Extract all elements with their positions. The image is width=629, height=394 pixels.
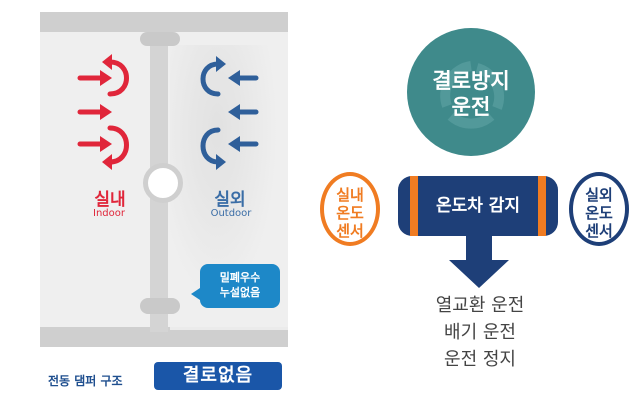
outdoor-airflow-arrows xyxy=(200,56,259,170)
orange-stripe-left xyxy=(410,176,418,236)
damper-structure-caption: 전동 댐퍼 구조 xyxy=(48,374,123,388)
damper-hinge xyxy=(143,163,183,203)
circle-line-2: 운전 xyxy=(451,95,491,119)
damper-bottom-cap xyxy=(140,298,180,314)
indoor-sensor-line-2: 온도 xyxy=(336,204,364,222)
down-arrow-icon xyxy=(449,260,509,288)
top-frame xyxy=(40,12,288,32)
red-curve-arrow-icon xyxy=(107,59,129,97)
damper-top-cap xyxy=(140,32,180,46)
temperature-difference-detector: 온도차 감지 xyxy=(398,176,558,236)
bottom-frame xyxy=(40,327,288,347)
indoor-airflow-arrows xyxy=(77,54,129,170)
indoor-label: 실내 xyxy=(94,190,126,210)
indoor-sensor-line-3: 센서 xyxy=(336,222,364,240)
blue-curve-arrow-icon xyxy=(200,127,221,165)
callout-line-1: 밀폐우수 xyxy=(219,271,261,284)
indoor-label-en: Indoor xyxy=(93,208,125,219)
outdoor-label: 실외 xyxy=(214,190,246,210)
operation-modes: 열교환 운전 배기 운전 운전 정지 xyxy=(400,292,560,373)
outdoor-sensor-line-1: 실외 xyxy=(585,186,613,204)
circle-line-1: 결로방지 xyxy=(432,69,510,93)
indoor-sensor-line-1: 실내 xyxy=(336,186,364,204)
condensation-prevention-circle: 결로방지 운전 xyxy=(407,28,535,156)
indoor-temp-sensor: 실내 온도 센서 xyxy=(320,172,380,246)
outdoor-sensor-line-3: 센서 xyxy=(585,222,613,240)
recycle-icon xyxy=(440,61,505,129)
blue-curve-arrow-icon xyxy=(200,61,221,97)
orange-stripe-right xyxy=(538,176,546,236)
red-curve-arrow-icon xyxy=(107,125,129,165)
operation-mode-2: 배기 운전 xyxy=(444,322,516,343)
operation-mode-1: 열교환 운전 xyxy=(435,295,525,316)
operation-mode-3: 운전 정지 xyxy=(444,349,516,370)
outdoor-temp-sensor: 실외 온도 센서 xyxy=(569,172,629,246)
callout-line-2: 누설없음 xyxy=(219,286,261,299)
outdoor-label-en: Outdoor xyxy=(210,208,252,219)
down-arrow-stem xyxy=(466,236,492,262)
no-condensation-badge: 결로없음 xyxy=(154,362,282,390)
sealing-callout: 밀폐우수 누설없음 xyxy=(200,264,280,308)
outdoor-sensor-line-2: 온도 xyxy=(585,204,613,222)
